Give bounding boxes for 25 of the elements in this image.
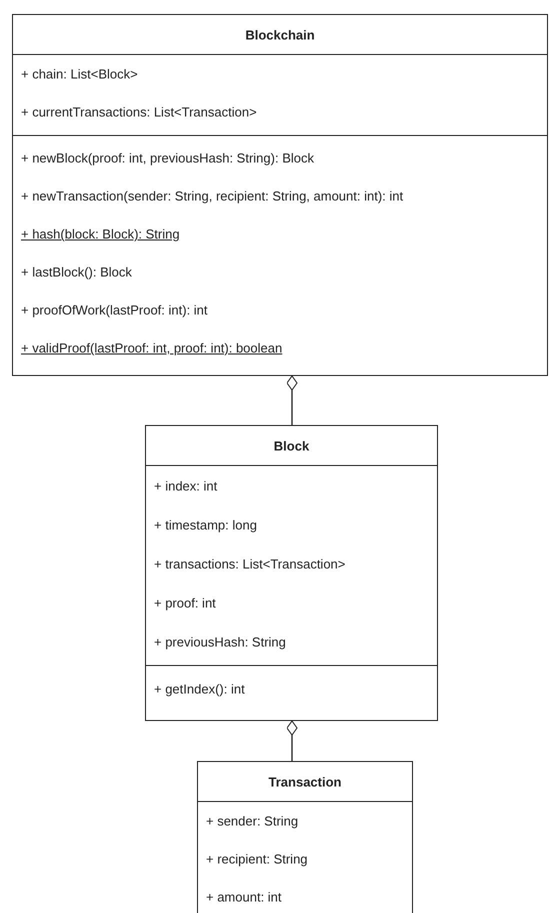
method-text: + getIndex(): int [154, 681, 245, 696]
method-text: + validProof(lastProof: int, proof: int): boolean [21, 340, 282, 356]
attribute-text: + proof: int [154, 595, 216, 610]
method-text: + newTransaction(sender: String, recipient: String, amount: int): int [21, 188, 404, 204]
method-text: + newBlock(proof: int, previousHash: String): Block [21, 150, 314, 166]
aggregation-connector [286, 376, 298, 425]
class-name: Block [272, 438, 310, 454]
attribute-text: + previousHash: String [154, 634, 286, 649]
attribute-text: + sender: String [206, 814, 298, 828]
attribute-text: + amount: int [206, 890, 282, 904]
attribute-text: + currentTransactions: List<Transaction> [21, 104, 257, 120]
method-text: + lastBlock(): Block [21, 264, 132, 280]
class-name: Blockchain [244, 28, 316, 42]
attribute-text: + index: int [154, 478, 218, 493]
attribute-text: + timestamp: long [154, 517, 257, 532]
attribute-text: + chain: List<Block> [21, 66, 138, 82]
class-name: Transaction [268, 774, 342, 790]
class-box [12, 14, 548, 376]
attribute-text: + recipient: String [206, 852, 308, 866]
attribute-text: + transactions: List<Transaction> [154, 556, 346, 571]
class-box [145, 425, 438, 721]
class-box [197, 761, 413, 913]
aggregation-connector [286, 720, 298, 761]
method-text: + proofOfWork(lastProof: int): int [21, 302, 208, 318]
method-text: + hash(block: Block): String [21, 226, 180, 242]
